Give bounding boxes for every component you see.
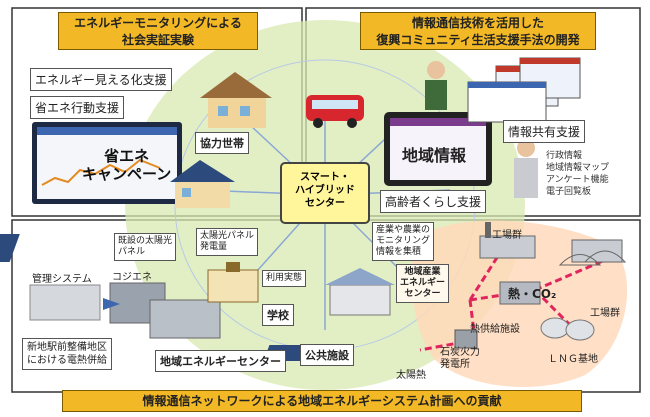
industrial-energy-center-label: 地域産業 エネルギー センター — [396, 264, 450, 303]
title-energy-system: 情報通信ネットワークによる地域エネルギーシステム計画への貢献 — [62, 390, 582, 412]
service-item-survey: アンケート機能 — [546, 175, 609, 185]
house-illustration-2 — [170, 160, 235, 208]
service-item-circular: 電子回覧板 — [546, 187, 592, 197]
hub-line2: ハイブリッド — [295, 185, 355, 196]
lng-base-label: ＬＮＧ基地 — [548, 354, 598, 365]
elderly-support-label: 高齢者くらし支援 — [380, 190, 487, 213]
info-sharing-label: 情報共有支援 — [503, 120, 586, 143]
bus-illustration — [306, 95, 364, 128]
house-illustration-1 — [200, 72, 272, 128]
tablet-illustration — [384, 112, 492, 186]
industrial-center-line2: エネルギー — [400, 278, 446, 288]
school-illustration — [207, 262, 259, 303]
factory-group-label-2: 工場群 — [590, 308, 620, 319]
factory-group-label-1: 工場群 — [492, 230, 522, 241]
service-item-map: 地域情報マップ — [546, 163, 610, 173]
monitoring-line3: 情報を集積 — [376, 247, 422, 257]
monitoring-line2: モニタリング — [376, 236, 431, 246]
title-energy-monitoring-line1: エネルギーモニタリングによる — [74, 16, 242, 30]
factory-illustrations — [263, 222, 623, 361]
station-area-line1: 新地駅前整備地区 — [27, 342, 107, 353]
industrial-center-line1: 地域産業 — [404, 267, 441, 277]
campaign-line2: キャンペーン — [82, 165, 172, 183]
title-energy-monitoring: エネルギーモニタリングによる 社会実証実験 — [58, 12, 258, 50]
service-item-admin: 行政情報 — [546, 151, 583, 161]
coal-power-line1: 石炭火力 — [440, 347, 480, 358]
solar-output-line2: 発電量 — [200, 242, 228, 252]
campaign-text: 省エネ キャンペーン — [82, 147, 171, 183]
energy-center-label: 地域エネルギーセンター — [155, 350, 286, 372]
management-system-label: 管理システム — [32, 274, 92, 285]
existing-solar-line1: 既設の太陽光 — [118, 236, 173, 246]
solar-heat-label: 太陽熱 — [396, 370, 426, 381]
title-energy-monitoring-line2: 社会実証実験 — [121, 33, 194, 47]
person-illustrations — [425, 61, 538, 198]
existing-solar-line2: パネル — [118, 247, 146, 257]
cogeneration-label: コジエネ — [112, 272, 152, 283]
cooperating-households-label: 協力世帯 — [195, 132, 249, 154]
station-area-label: 新地駅前整備地区 における電熱併給 — [22, 338, 112, 370]
public-facility-illustration — [325, 268, 395, 316]
coal-power-label: 石炭火力 発電所 — [440, 347, 480, 371]
campaign-line1: 省エネ — [104, 147, 150, 165]
title-ict-community-line2: 復興コミュニティ生活支援手法の開発 — [376, 33, 580, 47]
station-area-line2: における電熱併給 — [27, 355, 107, 366]
service-list: 行政情報 地域情報マップ アンケート機能 電子回覧板 — [546, 150, 609, 198]
public-facility-label: 公共施設 — [300, 344, 354, 366]
screenshot-illustrations — [467, 57, 581, 123]
industrial-center-line3: センター — [404, 289, 441, 299]
heat-supply-label: 熱供給施設 — [470, 324, 520, 335]
energy-visualization-label: エネルギー見える化支援 — [30, 68, 172, 91]
existing-solar-label: 既設の太陽光 パネル — [114, 233, 177, 261]
hub-line3: センター — [305, 198, 345, 209]
hub-line1: スマート・ — [300, 172, 350, 183]
title-ict-community: 情報通信技術を活用した 復興コミュニティ生活支援手法の開発 — [360, 12, 596, 50]
monitoring-data-label: 産業や農業の モニタリング 情報を集積 — [372, 222, 435, 261]
heat-co2-label: 熱・CO₂ — [508, 287, 557, 301]
equipment-illustrations — [0, 234, 221, 339]
school-label: 学校 — [262, 304, 294, 326]
greenhouse-illustration — [558, 250, 627, 266]
regional-info-label: 地域情報 — [402, 146, 467, 165]
title-ict-community-line1: 情報通信技術を活用した — [411, 16, 544, 30]
solar-output-label: 太陽光パネル 発電量 — [196, 228, 259, 256]
solar-output-line1: 太陽光パネル — [200, 231, 255, 241]
energy-saving-label: 省エネ行動支援 — [30, 96, 125, 119]
usage-label: 利用実態 — [262, 270, 307, 287]
monitoring-line1: 産業や農業の — [376, 225, 431, 235]
smart-hybrid-center: スマート・ ハイブリッド センター — [280, 162, 370, 224]
monitor-illustration — [32, 122, 182, 204]
coal-power-line2: 発電所 — [440, 359, 470, 370]
